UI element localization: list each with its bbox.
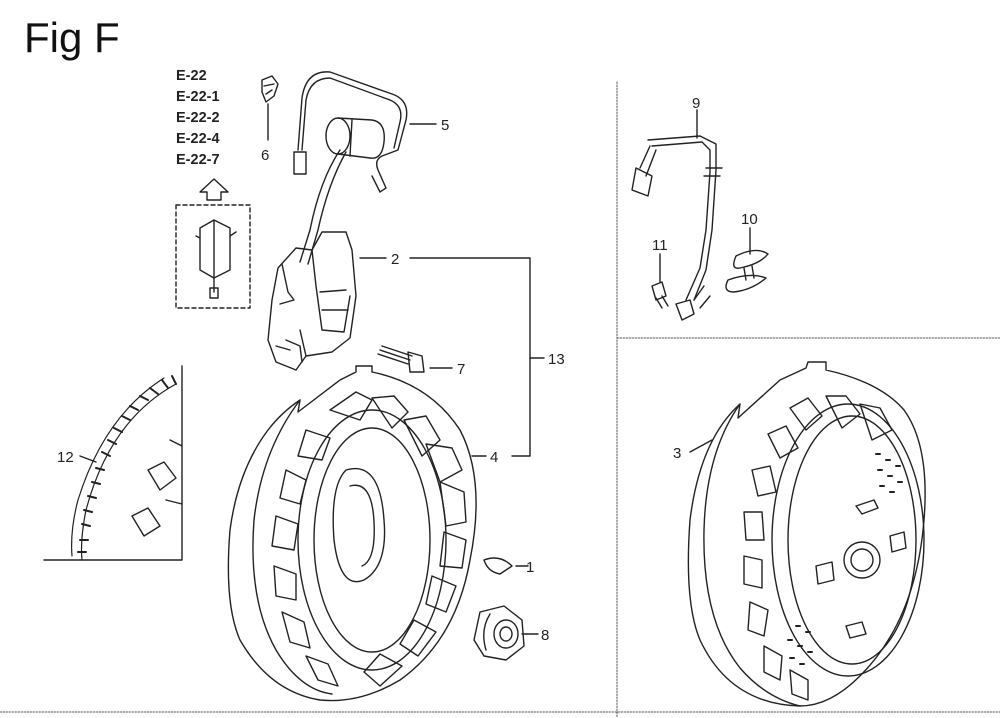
flywheel-part-4 <box>227 365 487 702</box>
figure-title: Fig F <box>24 14 120 61</box>
ignition-coil-part-2 <box>267 231 387 371</box>
callout-1: 1 <box>526 559 534 576</box>
reference-item: E-22-4 <box>176 131 220 147</box>
ignition-module-inset <box>175 204 251 309</box>
callout-10: 10 <box>741 211 758 228</box>
screw-part-11 <box>651 253 669 309</box>
ring-gear-part-12 <box>43 365 183 561</box>
reference-item: E-22 <box>176 68 207 84</box>
callout-11: 11 <box>652 237 668 254</box>
callout-2: 2 <box>391 251 399 268</box>
flywheel-part-3 <box>687 361 926 707</box>
callout-7: 7 <box>457 361 465 378</box>
reference-item: E-22-2 <box>176 110 220 126</box>
reference-list: E-22 E-22-1 E-22-2 E-22-4 E-22-7 <box>176 66 220 171</box>
bolt-part-7 <box>377 345 453 373</box>
clip-part-6 <box>261 75 279 141</box>
callout-3: 3 <box>673 445 681 462</box>
wire-harness-part-9 <box>631 109 723 321</box>
nut-part-8 <box>473 605 539 661</box>
assembly-bracket-13 <box>409 257 545 457</box>
callout-5: 5 <box>441 117 449 134</box>
key-part-1 <box>483 557 529 575</box>
callout-6: 6 <box>261 147 269 164</box>
callout-13: 13 <box>548 351 565 368</box>
reference-arrow-icon <box>199 178 229 201</box>
callout-4: 4 <box>490 449 498 466</box>
spark-plug-cap-part-5 <box>293 71 437 265</box>
reference-item: E-22-7 <box>176 152 220 168</box>
callout-8: 8 <box>541 627 549 644</box>
callout-9: 9 <box>692 95 700 112</box>
section-dividers <box>0 81 1000 718</box>
callout-12: 12 <box>57 449 74 466</box>
reference-item: E-22-1 <box>176 89 220 105</box>
wire-clamp-part-10 <box>725 227 769 293</box>
